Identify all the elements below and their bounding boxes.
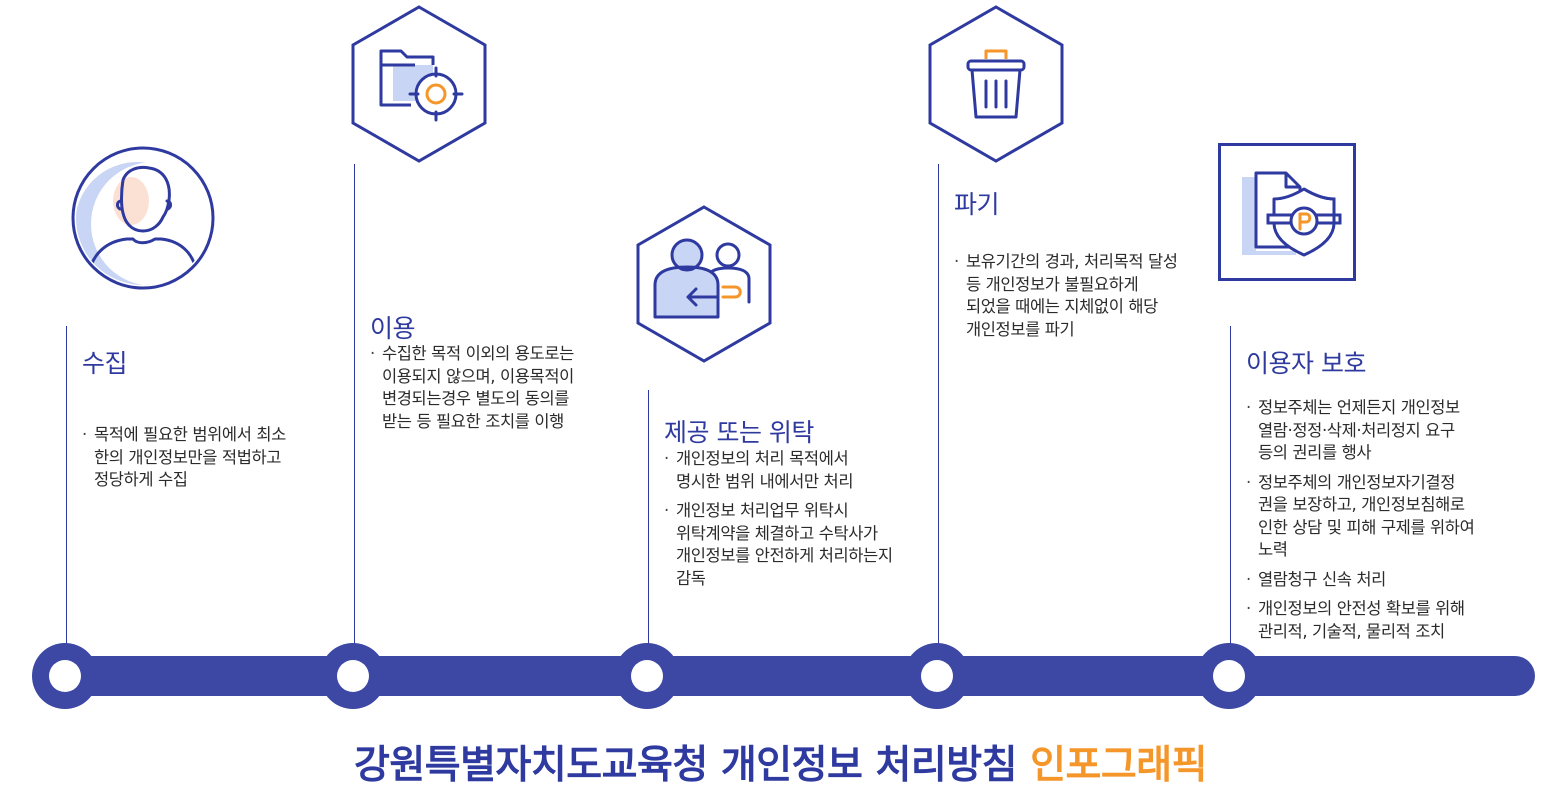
stage-item: 열람청구 신속 처리 [1246,569,1536,592]
stage-5-items: 정보주체는 언제든지 개인정보 열람·정정·삭제·처리정지 요구 등의 권리를 … [1246,397,1536,650]
people-transfer-icon [636,205,772,363]
timeline-node-4 [904,643,970,709]
page-title-main: 강원특별자치도교육청 개인정보 처리방침 [354,743,1018,788]
stage-5-connector [1230,326,1231,646]
stage-4-title: 파기 [954,190,1000,219]
timeline-bar [45,656,1535,696]
stage-3-connector [648,390,649,646]
stage-item: 보유기간의 경과, 처리목적 달성 등 개인정보가 불필요하게 되었을 때에는 … [954,251,1229,341]
timeline-node-2 [320,643,386,709]
page-title: 강원특별자치도교육청 개인정보 처리방침 인포그래픽 [0,734,1561,790]
timeline-node-5 [1196,643,1262,709]
stage-item: 개인정보의 처리 목적에서 명시한 범위 내에서만 처리 [664,448,939,493]
timeline-node-3 [614,643,680,709]
stage-1-items: 목적에 필요한 범위에서 최소 한의 개인정보만을 적법하고 정당하게 수집 [82,424,342,499]
stage-item: 목적에 필요한 범위에서 최소 한의 개인정보만을 적법하고 정당하게 수집 [82,424,342,492]
page-title-accent: 인포그래픽 [1030,743,1207,788]
stage-3-items: 개인정보의 처리 목적에서 명시한 범위 내에서만 처리개인정보 처리업무 위탁… [664,448,939,597]
person-icon [71,146,215,290]
stage-2-connector [354,164,355,646]
timeline-node-1 [32,643,98,709]
stage-4-connector [938,164,939,646]
trash-icon [928,5,1064,163]
stage-2-title: 이용 [370,314,416,343]
stage-item: 수집한 목적 이외의 용도로는 이용되지 않으며, 이용목적이 변경되는경우 별… [370,343,630,433]
stage-1-title: 수집 [82,349,128,378]
stage-item: 정보주체의 개인정보자기결정 권을 보장하고, 개인정보침해로 인한 상담 및 … [1246,472,1536,562]
stage-item: 개인정보의 안전성 확보를 위해 관리적, 기술적, 물리적 조치 [1246,598,1536,643]
stage-1-connector [66,326,67,646]
stage-4-items: 보유기간의 경과, 처리목적 달성 등 개인정보가 불필요하게 되었을 때에는 … [954,251,1229,348]
stage-5-title: 이용자 보호 [1246,349,1366,378]
document-shield-icon [1218,143,1356,281]
stage-2-items: 수집한 목적 이외의 용도로는 이용되지 않으며, 이용목적이 변경되는경우 별… [370,343,630,440]
stage-item: 개인정보 처리업무 위탁시 위탁계약을 체결하고 수탁사가 개인정보를 안전하게… [664,500,939,590]
stage-3-title: 제공 또는 위탁 [664,418,814,447]
stage-item: 정보주체는 언제든지 개인정보 열람·정정·삭제·처리정지 요구 등의 권리를 … [1246,397,1536,465]
folder-target-icon [351,5,487,163]
